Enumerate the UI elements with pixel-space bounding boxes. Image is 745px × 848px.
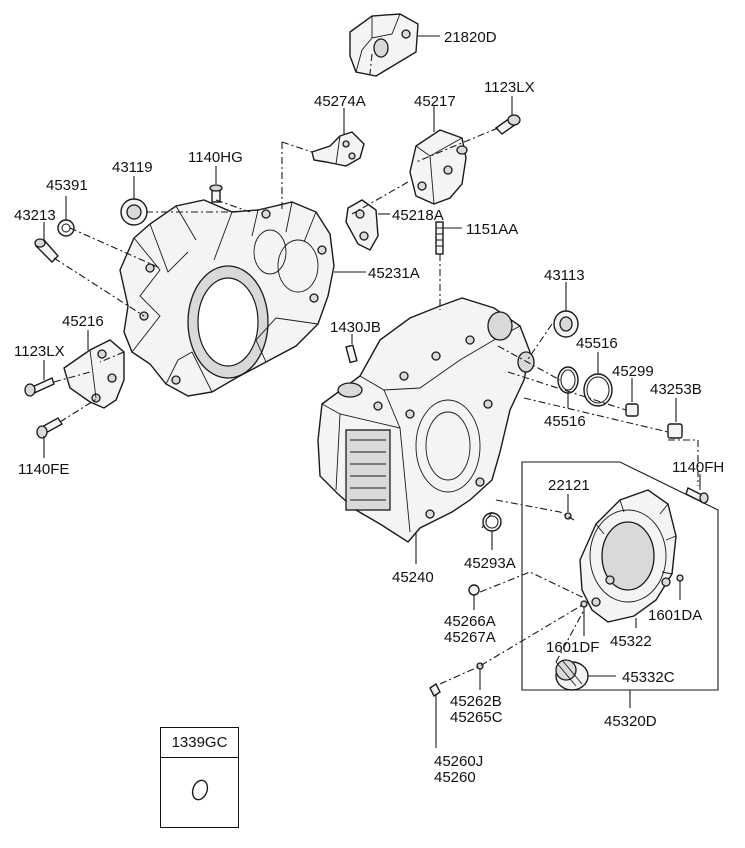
- label-45322: 45322: [610, 633, 652, 650]
- label-45267A: 45267A: [444, 629, 496, 646]
- plug-45332C[interactable]: [555, 659, 589, 691]
- label-1601DF: 1601DF: [546, 639, 599, 656]
- oring-45391[interactable]: [57, 219, 75, 237]
- label-43119: 43119: [112, 159, 153, 176]
- label-1123LX-top: 1123LX: [484, 79, 535, 96]
- label-45299: 45299: [612, 363, 654, 380]
- oring-1339GC-icon: [191, 779, 209, 801]
- pin-1430JB[interactable]: [345, 344, 358, 364]
- clutch-housing-45231A[interactable]: [119, 199, 335, 397]
- label-45391: 45391: [46, 177, 88, 194]
- transaxle-case-45240[interactable]: [317, 297, 535, 543]
- bolt-1123LX-left[interactable]: [24, 377, 55, 397]
- bolt-43213[interactable]: [34, 238, 59, 263]
- bolt-45260J[interactable]: [429, 682, 441, 698]
- legend-code: 1339GC: [161, 728, 238, 758]
- label-45516-a: 45516: [576, 335, 618, 352]
- label-1140FH: 1140FH: [672, 459, 724, 476]
- seal-43119[interactable]: [120, 198, 148, 226]
- bracket-45216[interactable]: [63, 339, 125, 409]
- label-45216: 45216: [62, 313, 104, 330]
- label-45265C: 45265C: [450, 709, 503, 726]
- label-1123LX-left: 1123LX: [14, 343, 65, 360]
- label-45231A: 45231A: [368, 265, 420, 282]
- label-1140FE: 1140FE: [18, 461, 69, 478]
- seal-43113[interactable]: [553, 310, 579, 338]
- label-45218A: 45218A: [392, 207, 444, 224]
- bracket-45217[interactable]: [409, 129, 468, 205]
- assembly-lines: [53, 53, 699, 685]
- label-1601DA: 1601DA: [648, 607, 702, 624]
- label-45262B: 45262B: [450, 693, 502, 710]
- label-43213: 43213: [14, 207, 56, 224]
- bracket-45274A[interactable]: [311, 131, 365, 167]
- label-45293A: 45293A: [464, 555, 516, 572]
- bolt-1140FH[interactable]: [685, 487, 709, 504]
- group-box-45320D: [521, 461, 719, 691]
- bolt-1140FE[interactable]: [36, 417, 64, 439]
- label-1140HG: 1140HG: [188, 149, 243, 166]
- label-45240: 45240: [392, 569, 434, 586]
- legend-box-1339GC: 1339GC: [160, 727, 239, 828]
- plug-1601DF[interactable]: [580, 600, 588, 608]
- label-45260J: 45260J: [434, 753, 483, 770]
- label-21820D: 21820D: [444, 29, 497, 46]
- plug-43253B[interactable]: [667, 423, 683, 439]
- fitting-45262B[interactable]: [476, 662, 484, 670]
- label-45320D: 45320D: [604, 713, 657, 730]
- label-22121: 22121: [548, 477, 590, 494]
- label-43253B: 43253B: [650, 381, 702, 398]
- label-45332C: 45332C: [622, 669, 675, 686]
- plug-1601DA[interactable]: [676, 574, 684, 582]
- oring-45516-b[interactable]: [557, 366, 579, 394]
- label-45516-b: 45516: [544, 413, 586, 430]
- label-1151AA: 1151AA: [466, 221, 518, 238]
- stud-1151AA[interactable]: [435, 221, 444, 255]
- label-45266A: 45266A: [444, 613, 496, 630]
- label-45274A: 45274A: [314, 93, 366, 110]
- bolt-1123LX-top[interactable]: [494, 114, 521, 135]
- label-45260: 45260: [434, 769, 476, 786]
- bracket-45218A[interactable]: [345, 199, 379, 251]
- bracket-21820D[interactable]: [349, 13, 419, 77]
- label-1430JB: 1430JB: [330, 319, 381, 336]
- bolt-1140HG[interactable]: [209, 184, 223, 203]
- label-45217: 45217: [414, 93, 456, 110]
- plug-45299[interactable]: [625, 403, 639, 417]
- ring-45266A[interactable]: [468, 584, 480, 596]
- label-43113: 43113: [544, 267, 585, 284]
- cover-45322[interactable]: [579, 489, 677, 623]
- oring-45516-a[interactable]: [583, 373, 613, 407]
